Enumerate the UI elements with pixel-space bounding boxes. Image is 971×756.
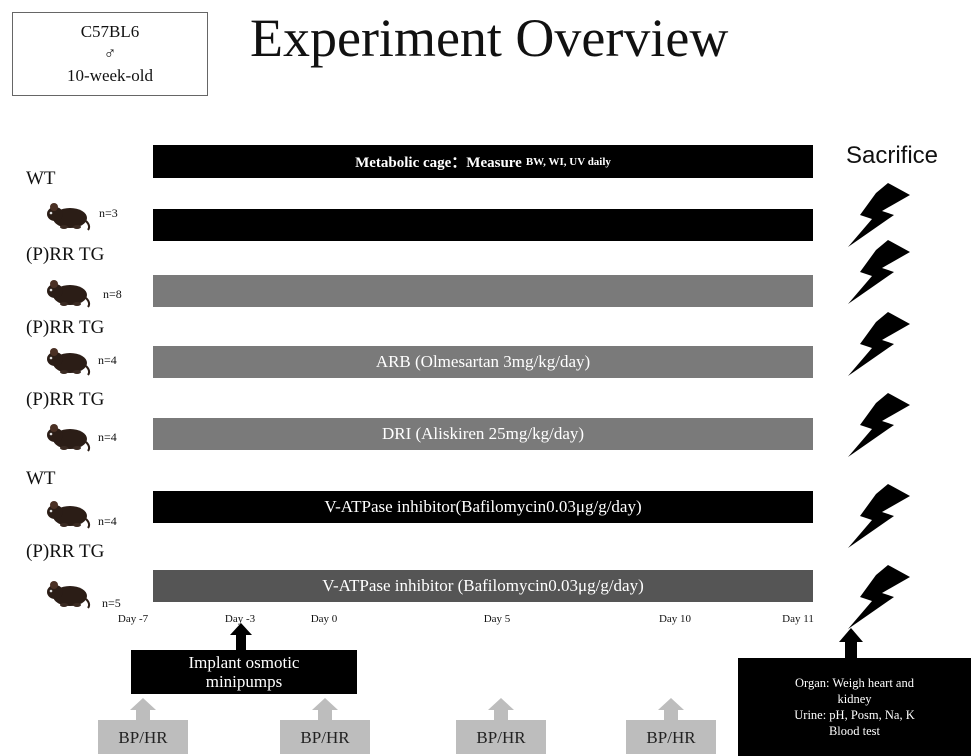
organ-box: Organ: Weigh heart and kidney Urine: pH,… [738, 658, 971, 756]
group-bar [153, 209, 813, 241]
strain-label: C57BL6 [80, 22, 140, 41]
day-label: Day -3 [224, 613, 256, 625]
group-label: WT [26, 468, 56, 489]
group-n-label: n=8 [103, 287, 122, 301]
age-label: 10-week-old [67, 66, 153, 85]
page-title: Experiment Overview [250, 8, 729, 68]
bphr-label: BP/HR [118, 728, 168, 747]
lightning-bolt-icon [848, 565, 910, 629]
organ-line4: Blood test [828, 724, 881, 738]
group-label: (P)RR TG [26, 317, 105, 338]
sacrifice-label: Sacrifice [846, 142, 939, 169]
implant-arrow-icon [230, 623, 252, 651]
metabolic-cage-detail: BW, WI, UV daily [525, 155, 611, 168]
organ-line1: Organ: Weigh heart and [795, 676, 914, 690]
lightning-bolt-icon [848, 312, 910, 376]
mouse-icon [44, 497, 92, 529]
day-label: Day 0 [310, 613, 338, 625]
mouse-icon [44, 199, 92, 231]
group-label: WT [26, 168, 56, 189]
organ-connector-icon [839, 628, 863, 660]
up-arrow-icon [280, 698, 370, 754]
mouse-icon [44, 577, 92, 609]
group-n-label: n=5 [102, 596, 121, 610]
lightning-bolt-icon [848, 393, 910, 457]
metabolic-cage-label: Metabolic cage：Measure [355, 155, 522, 171]
group-bar [153, 275, 813, 307]
bphr-label: BP/HR [476, 728, 526, 747]
info-box: C57BL6 ♂ 10-week-old [12, 12, 208, 96]
group-label: (P)RR TG [26, 541, 105, 562]
group-n-label: n=4 [98, 430, 117, 444]
group-bar: DRI (Aliskiren 25mg/kg/day) [153, 418, 813, 450]
group-treatment-label: ARB (Olmesartan 3mg/kg/day) [375, 352, 591, 371]
sex-symbol: ♂ [103, 44, 117, 63]
day-label: Day 10 [658, 613, 692, 625]
bphr-label: BP/HR [646, 728, 696, 747]
up-arrow-icon [626, 698, 716, 754]
metabolic-cage-bar: Metabolic cage：Measure BW, WI, UV daily [153, 145, 813, 178]
group-label: (P)RR TG [26, 244, 105, 265]
mouse-icon [44, 420, 92, 452]
implant-line1: Implant osmotic [188, 653, 300, 672]
organ-line2: kidney [837, 692, 872, 706]
bphr-arrow: BP/HR [280, 698, 370, 754]
group-n-label: n=4 [98, 353, 117, 367]
group-treatment-label: V-ATPase inhibitor (Bafilomycin0.03μg/g/… [322, 576, 644, 595]
group-n-label: n=3 [99, 206, 118, 220]
group-treatment-label: V-ATPase inhibitor(Bafilomycin0.03μg/g/d… [324, 497, 642, 516]
bphr-arrow: BP/HR [626, 698, 716, 754]
lightning-bolt-icon [848, 240, 910, 304]
up-arrow-icon [456, 698, 546, 754]
group-n-label: n=4 [98, 514, 117, 528]
mouse-icon [44, 276, 92, 308]
group-treatment-label: DRI (Aliskiren 25mg/kg/day) [381, 424, 585, 443]
bphr-arrow: BP/HR [98, 698, 188, 754]
bphr-label: BP/HR [300, 728, 350, 747]
up-arrow-icon [98, 698, 188, 754]
day-label: Day 5 [483, 613, 511, 625]
mouse-icon [44, 344, 92, 376]
group-bar: ARB (Olmesartan 3mg/kg/day) [153, 346, 813, 378]
day-label: Day 11 [782, 613, 814, 625]
lightning-bolt-icon [848, 484, 910, 548]
bphr-arrow: BP/HR [456, 698, 546, 754]
implant-line2: minipumps [205, 672, 283, 691]
implant-box: Implant osmotic minipumps [131, 650, 357, 694]
lightning-bolt-icon [848, 183, 910, 247]
group-bar: V-ATPase inhibitor(Bafilomycin0.03μg/g/d… [153, 491, 813, 523]
group-bar: V-ATPase inhibitor (Bafilomycin0.03μg/g/… [153, 570, 813, 602]
organ-line3: Urine: pH, Posm, Na, K [794, 708, 915, 722]
group-label: (P)RR TG [26, 389, 105, 410]
day-label: Day -7 [117, 613, 149, 625]
